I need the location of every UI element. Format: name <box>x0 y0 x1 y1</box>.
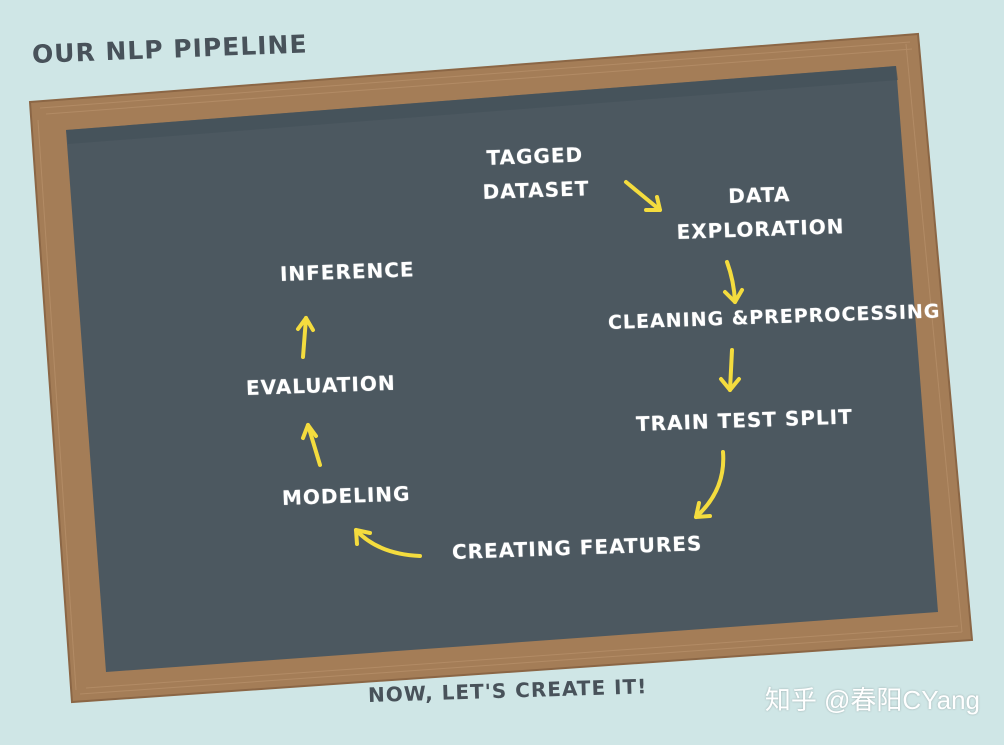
step-data-exploration: DATA EXPLORATiON <box>675 180 845 244</box>
wood-grain <box>37 41 963 695</box>
step-tagged-dataset-line-2: DATASET <box>482 176 590 204</box>
arrow-evaluation-to-inference <box>301 316 308 359</box>
watermark-text: 知乎 @春阳CYang <box>764 685 980 715</box>
arrow-modeling-to-evaluation <box>306 423 322 467</box>
arrow-tagged-to-exploration <box>624 180 662 212</box>
step-modeling: MODELiNG <box>281 481 411 510</box>
arrow-cleaning-to-split <box>728 348 734 392</box>
pipeline-arrows <box>296 180 744 558</box>
arrow-features-to-modeling <box>354 528 422 558</box>
board-surface <box>66 66 938 672</box>
step-tagged-dataset-line-1: TAGGED <box>486 142 584 170</box>
step-tagged-dataset: TAGGED DATASET <box>481 142 590 204</box>
step-inference: iNFERENCE <box>279 257 415 286</box>
arrow-split-to-features <box>694 450 726 519</box>
step-data-exploration-line-1: DATA <box>727 182 791 209</box>
